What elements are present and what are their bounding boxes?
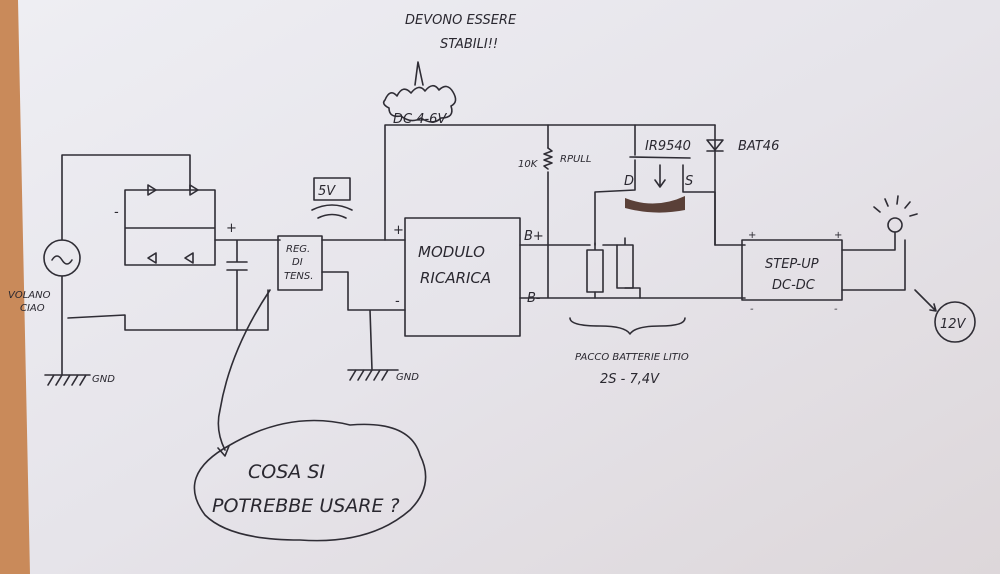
ground-left-icon xyxy=(44,374,91,386)
mosfet-thermal-scribble xyxy=(625,196,685,213)
stepup-label-1: STEP-UP xyxy=(765,257,819,272)
stepup-plus-in: + xyxy=(748,230,756,241)
reg-output-label: 5V xyxy=(318,184,336,199)
arrow-icon xyxy=(414,61,424,86)
dc-range-label: DC 4-6V xyxy=(393,112,447,127)
generator-label-2: CIAO xyxy=(20,303,45,314)
regulator-label-1: REG. xyxy=(286,244,310,255)
battery-label-2: 2S - 7,4V xyxy=(600,372,660,387)
bubble-line-1: COSA SI xyxy=(248,461,325,483)
diode-label: BAT46 xyxy=(738,139,779,154)
bridge-plus: + xyxy=(226,221,237,236)
generator-label-1: VOLANO xyxy=(8,290,51,301)
ground-mid-icon xyxy=(347,369,399,381)
bridge-rectifier xyxy=(124,189,216,266)
bridge-minus: - xyxy=(114,205,119,220)
gnd-left-label: GND xyxy=(92,374,115,385)
stepup-plus-out: + xyxy=(834,230,842,241)
regulator-label-2: DI xyxy=(292,257,303,268)
regulator-label-3: TENS. xyxy=(284,271,313,282)
paper-sheet xyxy=(18,0,1000,574)
resistor-name: RPULL xyxy=(560,154,591,165)
battery-brace xyxy=(569,317,686,335)
mosfet-drain: D xyxy=(624,174,634,189)
mosfet-source: S xyxy=(685,174,693,189)
module-label-2: RICARICA xyxy=(420,269,491,287)
stepup-label-2: DC-DC xyxy=(772,278,816,293)
note-line-2: STABILI!! xyxy=(440,37,498,52)
module-in-plus: + xyxy=(393,223,404,238)
output-voltage-label: 12V xyxy=(940,317,967,332)
note-line-1: DEVONO ESSERE xyxy=(405,13,517,28)
reg-output-box xyxy=(313,177,351,201)
speech-bubble xyxy=(193,419,427,542)
bubble-line-2: POTREBBE USARE ? xyxy=(212,495,400,517)
battery-cell-1 xyxy=(586,242,604,293)
dc-range-cloud xyxy=(382,84,457,123)
stepup-converter-box xyxy=(741,239,843,301)
lamp-icon xyxy=(887,217,903,233)
module-label-1: MODULO xyxy=(418,243,485,261)
stepup-minus-in: - xyxy=(750,304,754,315)
charging-module-box xyxy=(404,217,521,337)
diode-icon xyxy=(706,139,724,152)
output-arrow-icon xyxy=(914,289,937,312)
voltage-regulator-box xyxy=(277,235,323,291)
resistor-value: 10K xyxy=(518,159,539,170)
mosfet-name: IR9540 xyxy=(645,139,691,154)
module-in-minus: - xyxy=(395,294,400,309)
gnd-mid-label: GND xyxy=(396,372,419,383)
mosfet-icon xyxy=(594,124,716,246)
battery-label-1: PACCO BATTERIE LITIO xyxy=(575,352,689,363)
output-voltage-circle xyxy=(934,301,976,343)
resistor-icon xyxy=(543,147,553,170)
module-b-plus: B+ xyxy=(524,229,544,244)
stepup-minus-out: - xyxy=(834,304,838,315)
